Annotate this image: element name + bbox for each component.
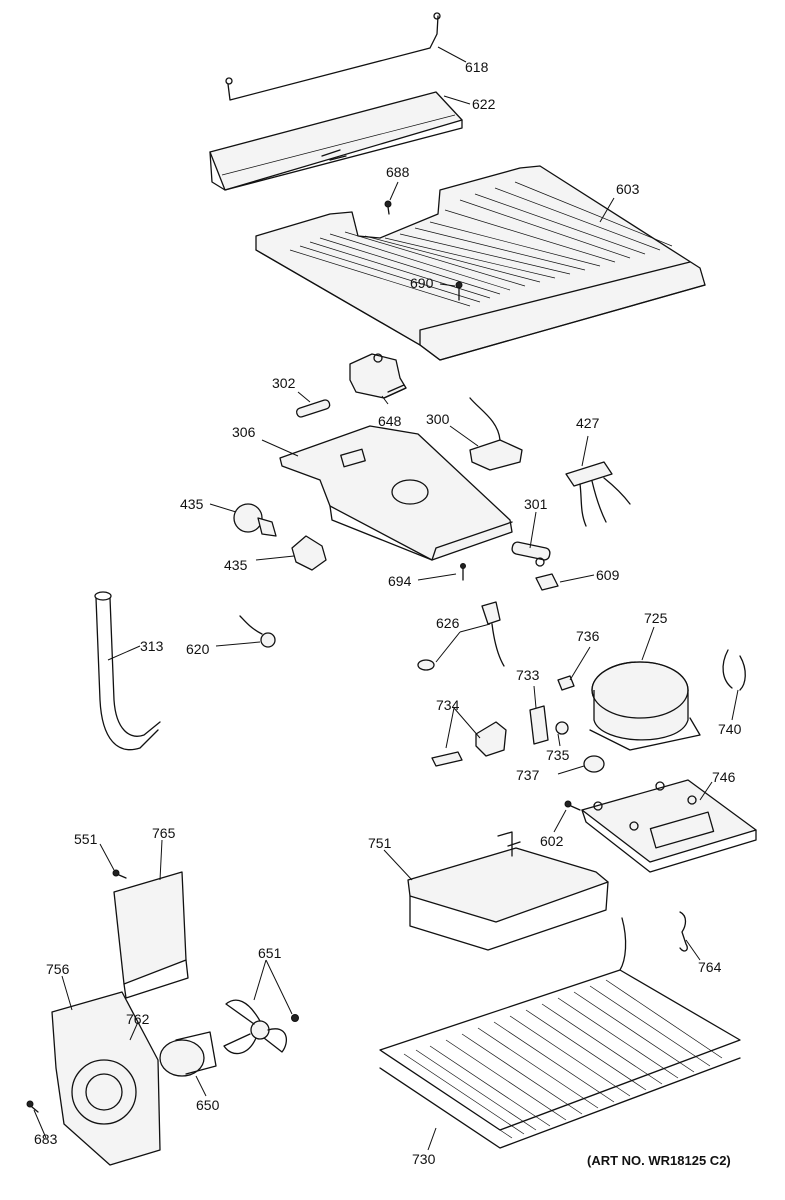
label-626: 626 [436, 615, 460, 631]
label-603: 603 [616, 181, 640, 197]
label-622: 622 [472, 96, 496, 112]
part-683-screw [26, 1100, 39, 1113]
label-651: 651 [258, 945, 282, 961]
part-735-capacitor [555, 721, 569, 735]
label-300: 300 [426, 411, 450, 427]
label-746: 746 [712, 769, 736, 785]
label-313: 313 [140, 638, 164, 654]
label-648: 648 [378, 413, 402, 429]
part-764-clip [679, 911, 688, 952]
label-551: 551 [74, 831, 98, 847]
label-427: 427 [576, 415, 600, 431]
label-694: 694 [388, 573, 412, 589]
part-602-screw [564, 800, 581, 811]
label-435-socket: 435 [224, 557, 248, 573]
label-733: 733 [516, 667, 540, 683]
label-683: 683 [34, 1131, 58, 1147]
part-756-shroud [51, 991, 161, 1166]
part-746-baseplate [581, 779, 757, 873]
part-622-channel [209, 91, 463, 191]
part-301-heater [511, 541, 551, 567]
label-602: 602 [540, 833, 564, 849]
label-756: 756 [46, 961, 70, 977]
leader-lines [33, 46, 739, 1151]
label-688: 688 [386, 164, 410, 180]
label-618: 618 [465, 59, 489, 75]
label-740: 740 [718, 721, 742, 737]
part-751-drainpan [407, 831, 609, 951]
label-737: 737 [516, 767, 540, 783]
part-435-socket [291, 535, 327, 571]
label-762: 762 [126, 1011, 150, 1027]
part-302-rod [295, 399, 331, 418]
label-620: 620 [186, 641, 210, 657]
label-690: 690 [410, 275, 434, 291]
label-730: 730 [412, 1151, 436, 1167]
label-734: 734 [436, 697, 460, 713]
part-427-connector [565, 461, 631, 527]
label-764: 764 [698, 959, 722, 975]
label-751: 751 [368, 835, 392, 851]
part-609-plug [535, 573, 559, 591]
part-626-wire [417, 601, 505, 671]
label-306: 306 [232, 424, 256, 440]
part-765-cover [113, 871, 189, 999]
label-736: 736 [576, 628, 600, 644]
part-313-hose [94, 591, 161, 751]
label-735: 735 [546, 747, 570, 763]
part-740-clips [722, 649, 746, 691]
label-302: 302 [272, 375, 296, 391]
part-694-screw [460, 563, 466, 581]
art-number: (ART NO. WR18125 C2) [587, 1153, 731, 1168]
part-603-tray [255, 165, 706, 361]
label-765: 765 [152, 825, 176, 841]
label-301: 301 [524, 496, 548, 512]
part-733-relay [529, 705, 549, 745]
label-435-bulb: 435 [180, 496, 204, 512]
part-300-switch [469, 397, 523, 471]
part-620-cap [239, 615, 276, 648]
part-730-condenser [379, 917, 741, 1149]
part-650-motor [159, 1031, 217, 1077]
part-737-grommet [583, 755, 605, 773]
label-725: 725 [644, 610, 668, 626]
part-618-tube [225, 12, 441, 101]
part-688-screw [384, 200, 392, 215]
label-609: 609 [596, 567, 620, 583]
part-651-fan [223, 999, 299, 1055]
part-435-bulb [233, 503, 277, 537]
part-306-housing [279, 425, 513, 561]
part-725-compressor [589, 661, 701, 751]
part-734-overload [431, 721, 507, 767]
part-551-screw [112, 869, 127, 879]
part-690-screw [455, 281, 463, 301]
part-648-timer [349, 353, 407, 399]
label-650: 650 [196, 1097, 220, 1113]
